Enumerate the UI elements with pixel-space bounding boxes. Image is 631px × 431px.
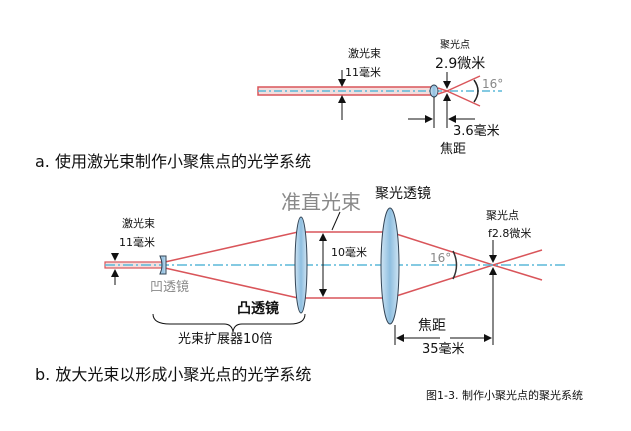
beam-label-a: 激光束 xyxy=(348,46,381,60)
concave-lens xyxy=(159,255,167,275)
expander-brace xyxy=(152,313,306,333)
focal-distance-b: 35毫米 xyxy=(422,341,465,357)
convex-lens-label: 凸透镜 xyxy=(237,300,279,317)
beam-diameter-a: 11毫米 xyxy=(345,65,381,79)
focal-distance-a: 3.6毫米 xyxy=(453,123,500,139)
angle-label-a: 16° xyxy=(482,77,503,91)
angle-arc-a xyxy=(473,79,479,103)
focusing-beam xyxy=(389,231,543,299)
part-a-diagram: 激光束 11毫米 聚光点 2.9微米 16° 3.6毫米 焦距 a. 使用激光束… xyxy=(35,38,503,171)
beam-diameter-b: 11毫米 xyxy=(119,235,155,249)
focus-cone-a xyxy=(437,75,481,107)
figure-caption: 图1-3. 制作小聚光点的聚光系统 xyxy=(426,388,583,402)
spot-size-a: 2.9微米 xyxy=(435,56,485,72)
caption-b: b. 放大光束以形成小聚光点的光学系统 xyxy=(35,365,311,384)
convex-lens xyxy=(294,216,308,314)
expander-label: 光束扩展器10倍 xyxy=(178,332,273,347)
part-b-diagram: 激光束 11毫米 凹透镜 凸透镜 准直光束 10毫米 聚光透镜 聚光点 f2.8… xyxy=(35,186,565,384)
focal-label-a: 焦距 xyxy=(440,142,466,157)
spot-label-b: 聚光点 xyxy=(486,208,519,222)
spot-label-a: 聚光点 xyxy=(440,38,470,51)
angle-label-b: 16° xyxy=(430,251,451,265)
focal-label-b: 焦距 xyxy=(418,318,446,334)
spot-size-b: f2.8微米 xyxy=(488,226,531,240)
caption-a: a. 使用激光束制作小聚焦点的光学系统 xyxy=(35,152,311,171)
collimated-diameter: 10毫米 xyxy=(331,245,367,259)
collimated-beam-label: 准直光束 xyxy=(281,190,361,214)
focusing-lens-label: 聚光透镜 xyxy=(375,186,431,202)
lens-a xyxy=(429,84,439,98)
concave-lens-label: 凹透镜 xyxy=(150,280,189,295)
focusing-lens xyxy=(380,207,400,325)
beam-label-b: 激光束 xyxy=(122,216,155,230)
